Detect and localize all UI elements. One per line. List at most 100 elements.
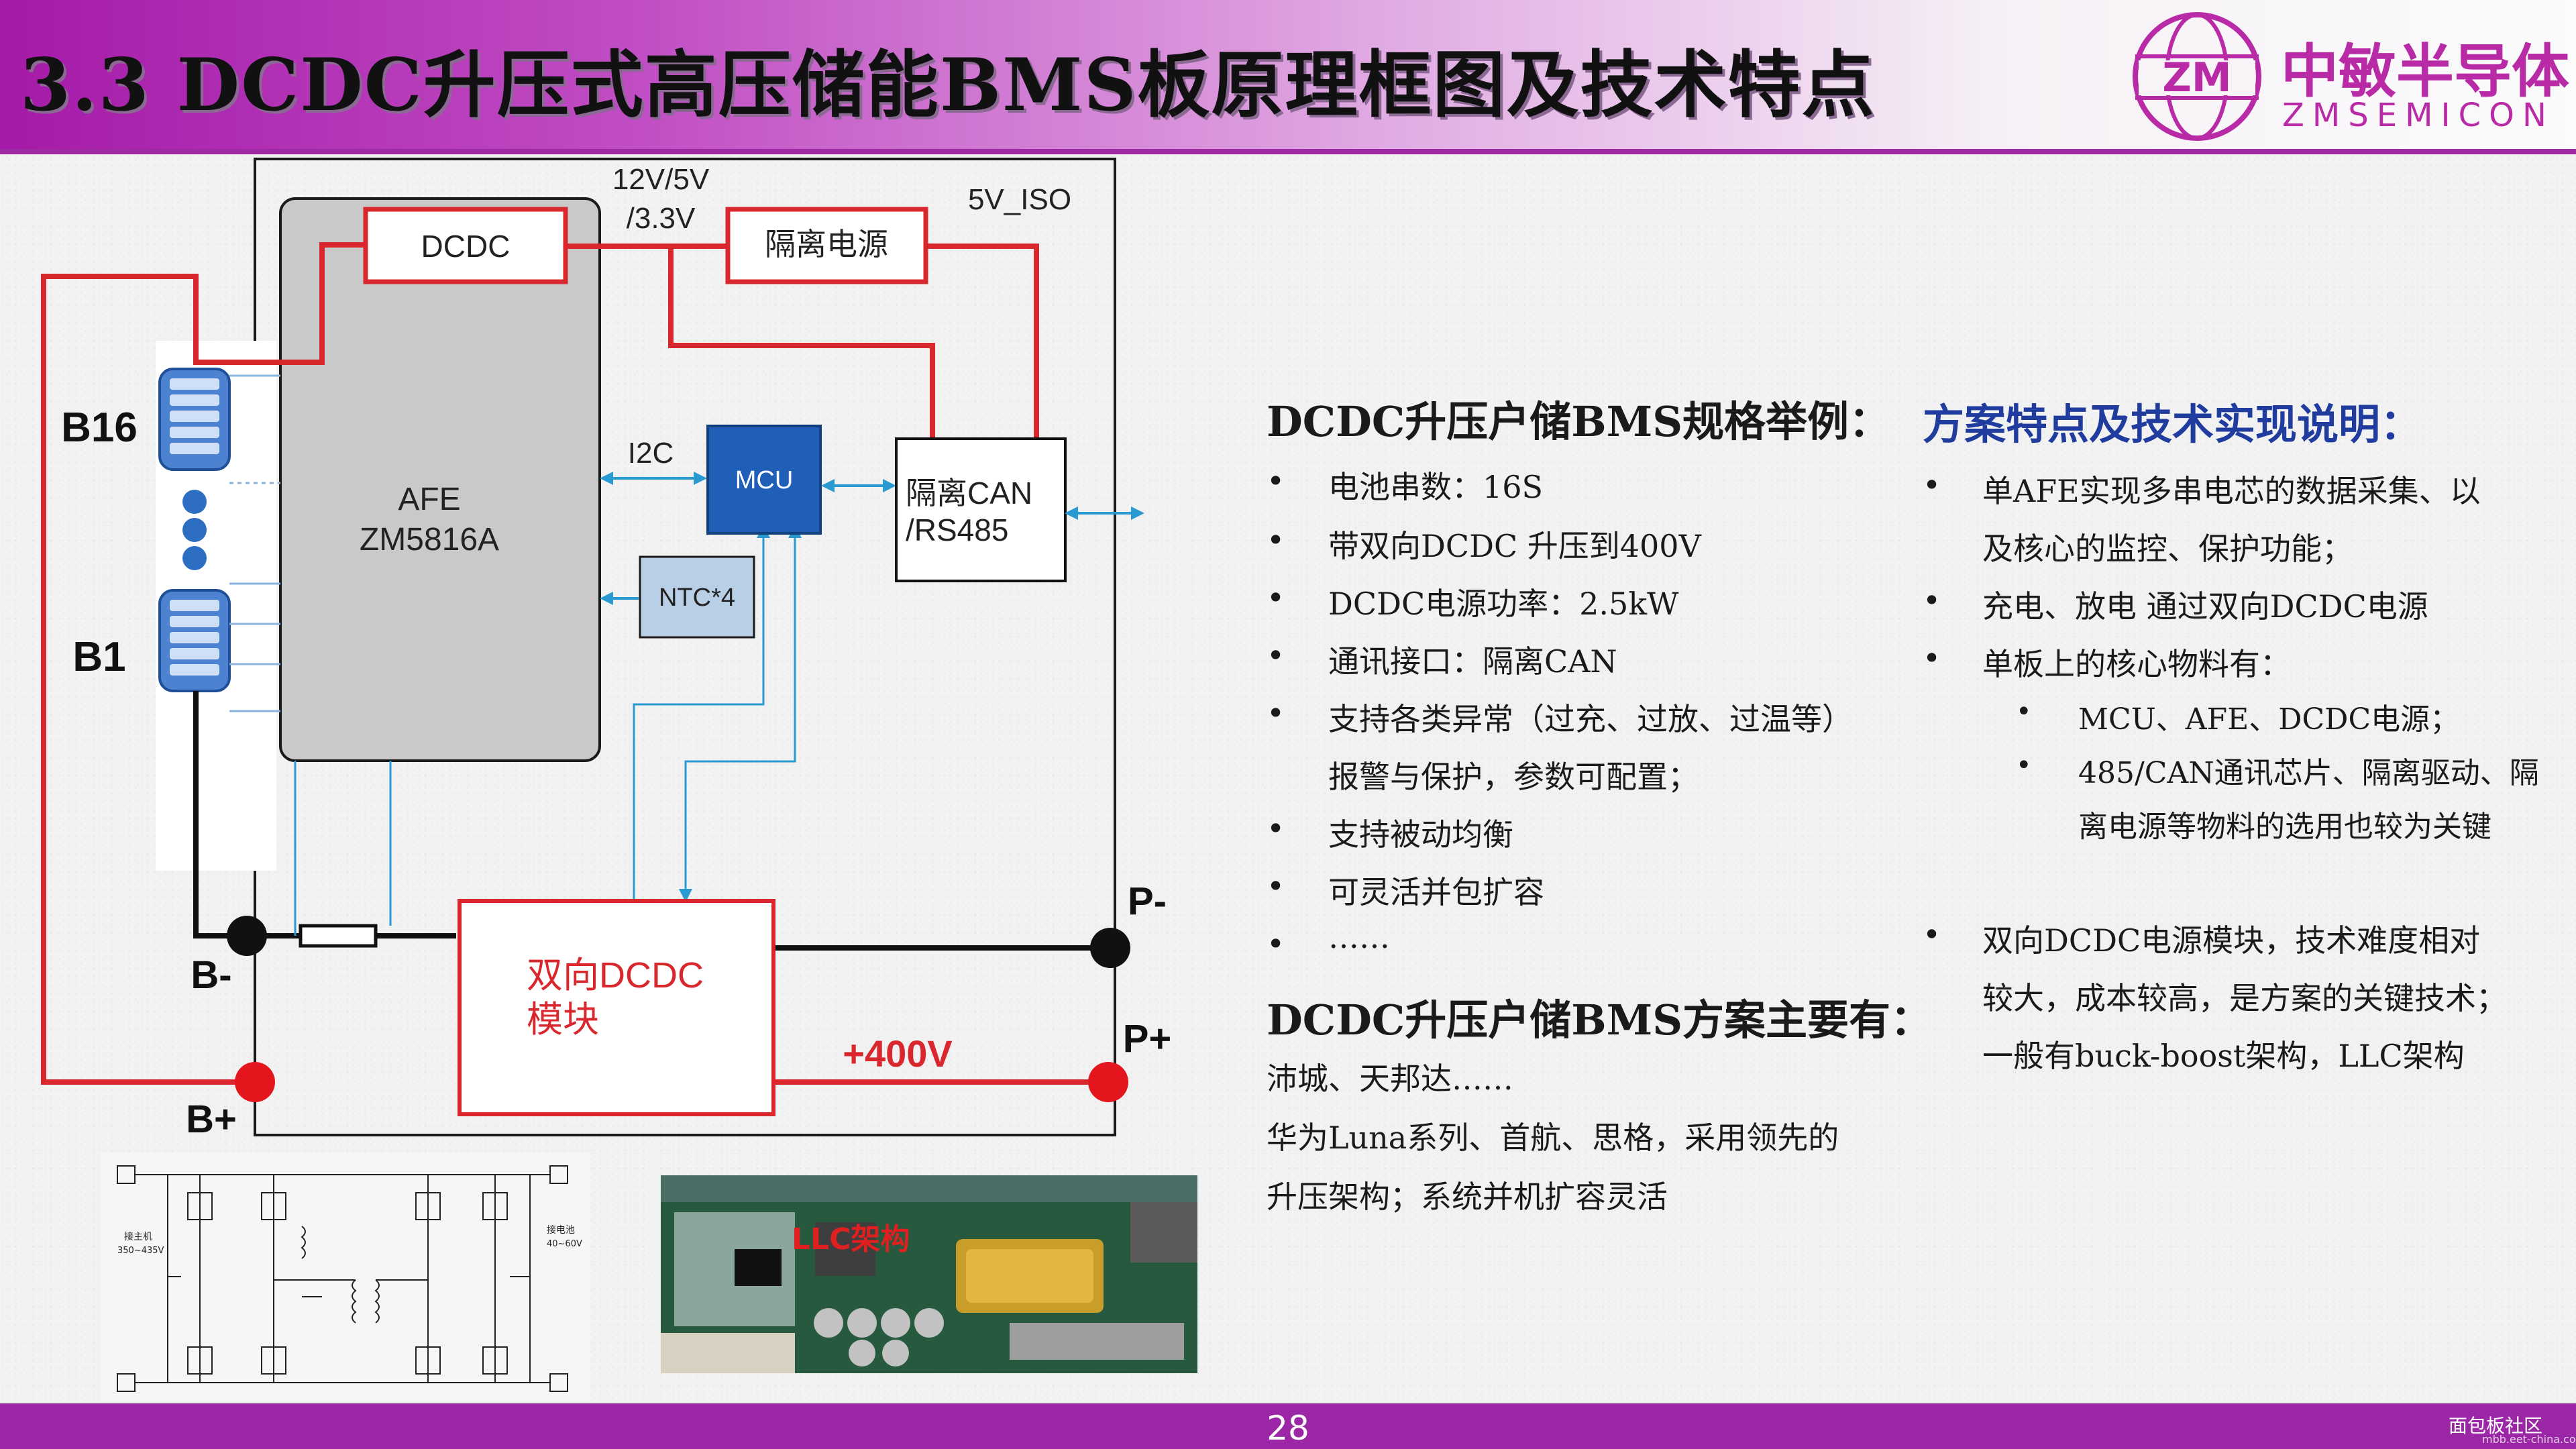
feature-subitem: 485/CAN通讯芯片、隔离驱动、隔 <box>2078 756 2539 790</box>
isolated-power-label: 隔离电源 <box>765 227 888 262</box>
feature-item: 双向DCDC电源模块，技术难度相对 <box>1982 922 2481 959</box>
feature-subitem: MCU、AFE、DCDC电源； <box>2078 702 2460 737</box>
arrow-left <box>1065 506 1078 520</box>
vendors-line: 升压架构；系统并机扩容灵活 <box>1267 1179 1668 1215</box>
page-title: 3.3 DCDC升压式高压储能BMS板原理框图及技术特点 <box>20 43 1876 127</box>
bullet-dot: • <box>1267 522 1285 558</box>
spec-item-continuation: 报警与保护，参数可配置； <box>1328 759 1699 795</box>
board-photo-drawing: LLC架构 <box>661 1175 1197 1373</box>
cell-dot-3 <box>182 546 207 570</box>
battery-cell-b16 <box>158 368 231 471</box>
b-minus-terminal <box>227 916 267 956</box>
arrow-right <box>1131 506 1144 520</box>
cell-dot-2 <box>182 518 207 542</box>
ntc-block <box>639 555 755 639</box>
spec-item: DCDC电源功率：2.5kW <box>1328 586 1679 622</box>
bullet-dot: • <box>1923 916 1941 953</box>
feature-item-continuation: 一般有buck-boost架构，LLC架构 <box>1982 1038 2465 1074</box>
mcu-block <box>706 425 822 535</box>
schematic-left-voltage: 350~435V <box>117 1246 164 1256</box>
bullet-dot: • <box>1267 868 1285 904</box>
voltage-label-2: /3.3V <box>627 202 696 235</box>
p-plus-label: P+ <box>1123 1017 1172 1061</box>
signal-lines <box>294 530 796 936</box>
isolated-can-block <box>895 437 1067 582</box>
schematic-left-label: 接主机 <box>124 1231 152 1242</box>
spec-item: …… <box>1328 919 1390 955</box>
bullet-dot: • <box>1267 463 1285 499</box>
watermark: 面包板社区 <box>2449 1415 2543 1437</box>
voltage-label-1: 12V/5V <box>612 163 710 196</box>
ntc-label: NTC*4 <box>659 584 735 612</box>
spec-item: 电池串数：16S <box>1328 469 1544 505</box>
isolated-power-block <box>725 207 928 284</box>
sub-bullet-dot: • <box>2016 696 2032 727</box>
bullet-dot: • <box>1923 467 1941 503</box>
arrow-left <box>600 472 613 485</box>
b-minus-label: B- <box>191 953 231 997</box>
iso-5v-label: 5V_ISO <box>968 183 1071 216</box>
llc-photo-label: LLC架构 <box>792 1222 910 1256</box>
schematic-right-voltage: 40~60V <box>547 1239 582 1249</box>
power-wires <box>41 242 1108 1085</box>
arrow-right <box>883 479 896 492</box>
feature-item-continuation: 较大，成本较高，是方案的关键技术； <box>1982 980 2507 1016</box>
afe-block <box>279 197 601 762</box>
feature-item-continuation: 及核心的监控、保护功能； <box>1982 531 2353 567</box>
afe-label: AFE <box>398 482 460 517</box>
bullet-dot: • <box>1267 637 1285 674</box>
llc-board-photo: LLC架构 <box>661 1175 1197 1373</box>
features-heading: 方案特点及技术实现说明： <box>1923 400 2422 449</box>
bidirectional-dcdc-block <box>458 899 775 1116</box>
spec-item: 通讯接口：隔离CAN <box>1328 643 1617 680</box>
spec-item: 支持各类异常（过充、过放、过温等） <box>1328 701 1853 737</box>
spec-item: 支持被动均衡 <box>1328 816 1513 853</box>
bullet-dot: • <box>1267 580 1285 616</box>
arrow-down <box>679 889 692 902</box>
logo-mark: ZM <box>2162 54 2231 101</box>
feature-item: 单板上的核心物料有： <box>1982 646 2291 682</box>
vendors-line: 沛城、天邦达…… <box>1267 1061 1513 1097</box>
cell-sense-lines <box>229 374 280 712</box>
watermark-url: mbb.eet-china.com <box>2482 1433 2576 1446</box>
battery-cell-b1 <box>158 589 231 692</box>
spec-heading: DCDC升压户储BMS规格举例： <box>1267 397 1891 446</box>
dcdc-label: DCDC <box>421 229 511 264</box>
logo-text-en: ZMSEMICON <box>2282 97 2555 134</box>
arrow-right <box>694 472 707 485</box>
arrow-left <box>600 592 613 605</box>
page-number: 28 <box>1267 1409 1309 1448</box>
bidir-dcdc-label-2: 模块 <box>527 1000 599 1040</box>
bullet-dot: • <box>1923 640 1941 676</box>
bullet-dot: • <box>1267 810 1285 847</box>
rs485-label: /RS485 <box>906 513 1008 547</box>
can-label: 隔离CAN <box>906 476 1032 511</box>
feature-item: 单AFE实现多串电芯的数据采集、以 <box>1982 473 2481 509</box>
i2c-label: I2C <box>628 437 674 470</box>
feature-item: 充电、放电 通过双向DCDC电源 <box>1982 588 2428 625</box>
cell-dot-1 <box>182 490 207 514</box>
b16-label: B16 <box>61 405 138 451</box>
logo-text-cn: 中敏半导体 <box>2281 38 2569 105</box>
schematic-right-label: 接电池 <box>547 1224 575 1236</box>
feature-subitem-continuation: 离电源等物料的选用也较为关键 <box>2078 810 2491 844</box>
p-minus-label: P- <box>1128 879 1167 923</box>
footer-bar <box>0 1403 2576 1449</box>
b-plus-terminal <box>235 1062 275 1102</box>
bidir-dcdc-label: 双向DCDC <box>527 955 704 996</box>
b-plus-label: B+ <box>186 1097 237 1141</box>
logo-icon: ZM <box>2133 12 2261 141</box>
sub-bullet-dot: • <box>2016 750 2032 781</box>
bullet-dot: • <box>1267 695 1285 731</box>
vendors-line: 华为Luna系列、首航、思格，采用领先的 <box>1267 1120 1839 1156</box>
title-underline <box>0 149 2576 154</box>
hv-400v-label: +400V <box>843 1032 953 1075</box>
p-minus-terminal <box>1090 928 1130 968</box>
mcu-label: MCU <box>735 466 794 494</box>
arrow-left <box>821 479 835 492</box>
spec-item: 可灵活并包扩容 <box>1328 874 1544 910</box>
bullet-dot: • <box>1923 582 1941 619</box>
spec-item: 带双向DCDC 升压到400V <box>1328 528 1701 564</box>
bms-block-diagram: AFE ZM5816A DCDC 隔离电源 12V/5V /3.3V 5V_IS… <box>41 158 1172 1141</box>
vendors-heading: DCDC升压户储BMS方案主要有： <box>1267 996 1933 1044</box>
